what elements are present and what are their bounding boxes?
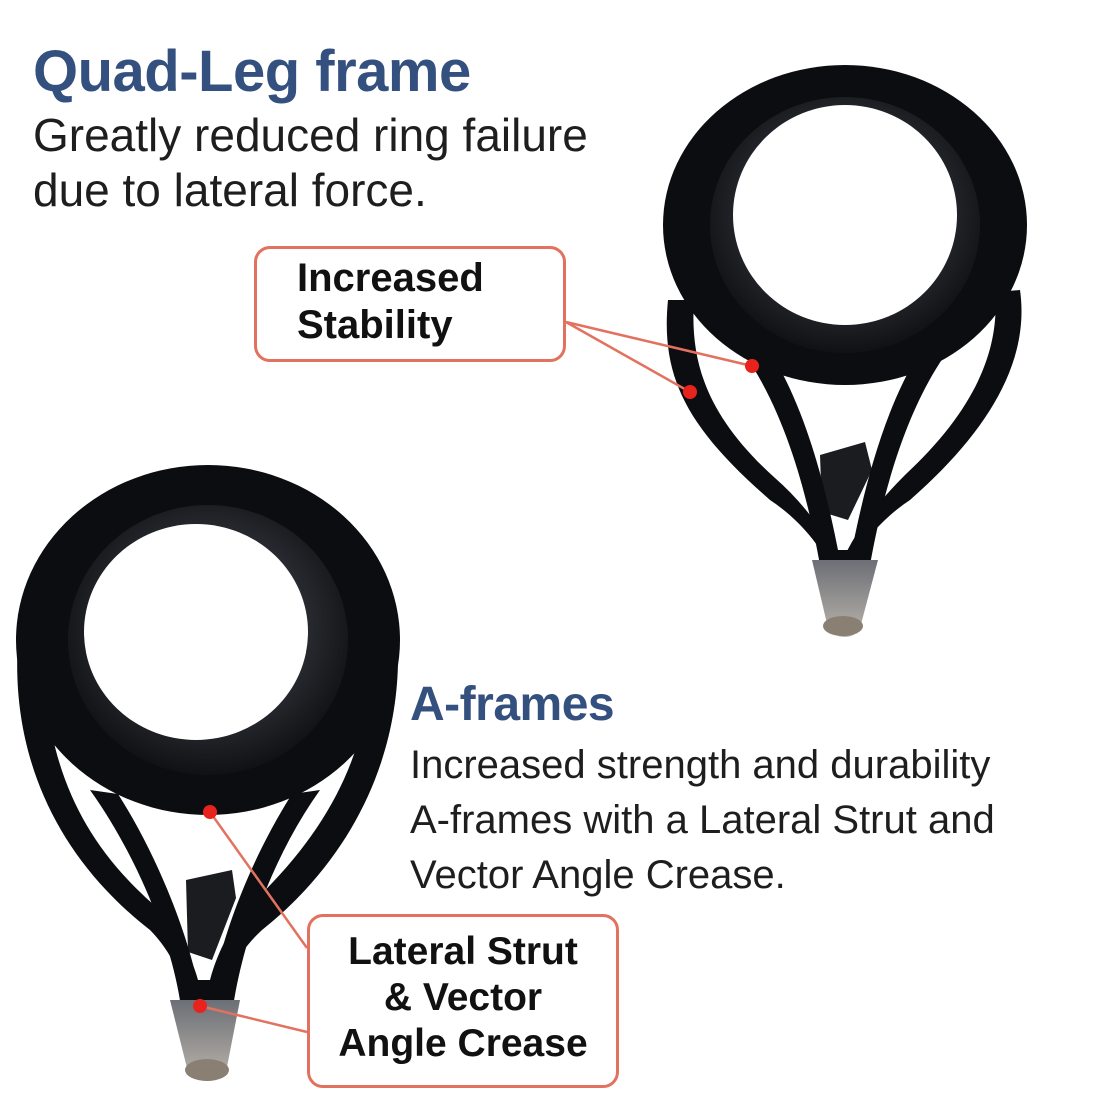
callout-line: & Vector bbox=[383, 976, 543, 1020]
callout-line: Lateral Strut bbox=[348, 930, 578, 973]
stability-marker-ring bbox=[745, 359, 759, 373]
guide-tip bbox=[170, 1000, 240, 1081]
callout-line: Increased bbox=[297, 256, 484, 300]
description-line: Increased strength and durability bbox=[410, 743, 991, 787]
stability-leader bbox=[565, 320, 759, 399]
description-line: Vector Angle Crease. bbox=[410, 853, 786, 898]
a-legs bbox=[90, 790, 320, 1015]
a-legs bbox=[745, 355, 945, 565]
description-line: due to lateral force. bbox=[33, 164, 427, 217]
strut-marker-crease bbox=[193, 999, 207, 1013]
a-frames-heading: A-frames bbox=[410, 678, 615, 731]
ring-opening bbox=[733, 105, 957, 325]
description-line: Greatly reduced ring failure bbox=[33, 109, 588, 161]
quad-leg-heading: Quad-Leg frame bbox=[33, 39, 471, 104]
description-line: A-frames with a Lateral Strut and bbox=[410, 798, 995, 843]
ring-opening bbox=[84, 524, 308, 740]
strut-leader bbox=[193, 805, 309, 1034]
callout-line: Stability bbox=[297, 303, 453, 348]
guide-foot bbox=[186, 870, 236, 960]
guide-tip bbox=[812, 560, 878, 637]
outer-legs bbox=[666, 290, 1022, 575]
a-frame-guide bbox=[16, 465, 400, 1081]
guide-foot bbox=[820, 442, 872, 520]
stability-marker-leg bbox=[683, 385, 697, 399]
strut-marker-ring bbox=[203, 805, 217, 819]
quad-leg-description: Greatly reduced ring failure due to late… bbox=[33, 108, 683, 218]
a-frames-description: Increased strength and durability A-fram… bbox=[410, 738, 1090, 904]
increased-stability-callout: Increased Stability bbox=[254, 246, 566, 362]
lateral-strut-callout: Lateral Strut & Vector Angle Crease bbox=[307, 914, 619, 1088]
quad-leg-guide bbox=[663, 65, 1027, 637]
callout-line: Angle Crease bbox=[338, 1022, 588, 1066]
outer-legs bbox=[17, 640, 399, 1010]
